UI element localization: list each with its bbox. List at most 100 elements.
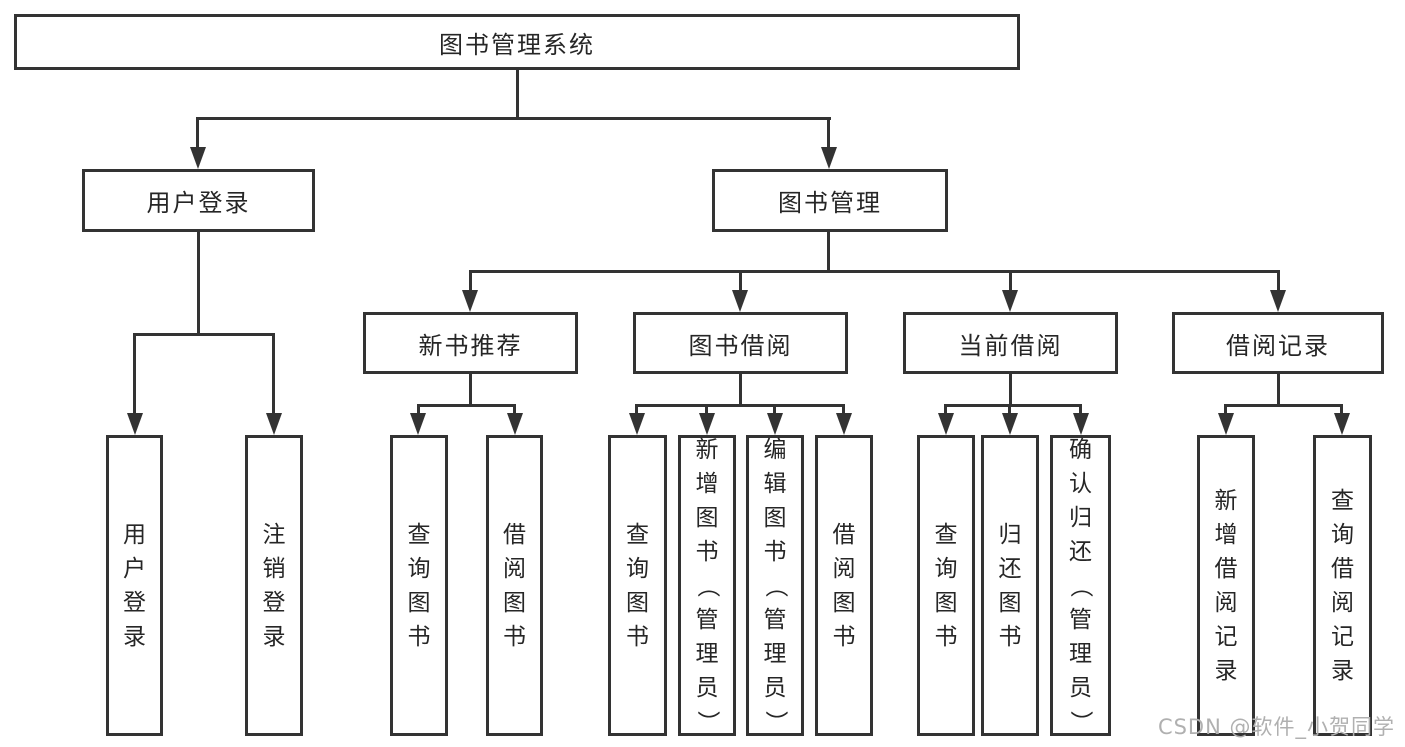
leaf-add-borrow-record: 新增借阅记录 — [1197, 435, 1255, 736]
leaf-label: 查询图书 — [611, 438, 664, 733]
leaf-label-char: 图 — [934, 589, 958, 616]
leaf-label-char: 书 — [763, 538, 787, 565]
leaf-user-login: 用户登录 — [106, 435, 163, 736]
leaf-label-char: 归 — [1069, 504, 1092, 531]
leaf-label-char: （ — [694, 574, 720, 597]
leaf-label-char: 图 — [832, 589, 856, 616]
connector-line — [1224, 404, 1227, 416]
leaf-label-char: 管 — [695, 606, 719, 633]
connector-line — [705, 404, 708, 416]
node-label: 图书管理 — [778, 189, 882, 217]
arrowhead-down — [732, 290, 748, 312]
leaf-add-books-admin: 新增图书（管理员） — [678, 435, 736, 736]
leaf-label-char: 图 — [695, 504, 719, 531]
node-current-borrowing: 当前借阅 — [903, 312, 1118, 374]
connector-line — [739, 374, 742, 407]
leaf-label-char: ） — [762, 710, 788, 733]
leaf-label-char: 书 — [626, 623, 649, 650]
leaf-label: 归还图书 — [984, 438, 1036, 733]
leaf-label: 新增借阅记录 — [1200, 438, 1252, 733]
leaf-label: 新增图书（管理员） — [681, 437, 733, 734]
leaf-label-char: （ — [762, 574, 788, 597]
leaf-label-char: 阅 — [1331, 589, 1354, 616]
leaf-label-char: 图 — [503, 589, 526, 616]
leaf-label-char: 理 — [763, 640, 787, 667]
connector-line — [469, 270, 1280, 273]
arrowhead-down — [836, 413, 852, 435]
connector-line — [1340, 404, 1343, 416]
leaf-label-char: 归 — [998, 521, 1022, 548]
leaf-label: 查询图书 — [920, 438, 972, 733]
leaf-label-char: 书 — [695, 538, 719, 565]
connector-line — [513, 404, 516, 416]
arrowhead-down — [1002, 413, 1018, 435]
arrowhead-down — [629, 413, 645, 435]
leaf-label: 借阅图书 — [489, 438, 540, 733]
connector-line — [133, 333, 275, 336]
leaf-label-char: 户 — [123, 555, 146, 582]
node-label: 当前借阅 — [958, 331, 1063, 360]
leaf-label-char: 理 — [1069, 640, 1092, 667]
connector-line — [827, 232, 830, 273]
leaf-label-char: 查 — [934, 521, 958, 548]
arrowhead-down — [1270, 290, 1286, 312]
leaf-label: 查询图书 — [393, 438, 445, 733]
leaf-label-char: 询 — [407, 555, 431, 582]
leaf-label: 借阅图书 — [818, 438, 870, 733]
node-borrowing-records: 借阅记录 — [1172, 312, 1384, 374]
leaf-label: 查询借阅记录 — [1316, 438, 1369, 733]
connector-line — [272, 333, 275, 414]
leaf-query-books-recommend: 查询图书 — [390, 435, 448, 736]
leaf-label-char: 理 — [695, 640, 719, 667]
leaf-label-char: 用 — [123, 521, 146, 548]
leaf-label-char: 确 — [1069, 436, 1092, 463]
leaf-label-char: 记 — [1331, 623, 1354, 650]
leaf-label-char: 增 — [695, 470, 719, 497]
leaf-label-char: 查 — [1331, 487, 1354, 514]
leaf-label-char: （ — [1067, 574, 1094, 597]
leaf-label-char: 员 — [1069, 674, 1092, 701]
arrowhead-down — [821, 147, 837, 169]
arrowhead-down — [1002, 290, 1018, 312]
leaf-label-char: 书 — [934, 623, 958, 650]
leaf-label-char: 认 — [1069, 470, 1092, 497]
leaf-label-char: 询 — [934, 555, 958, 582]
connector-line — [827, 117, 830, 149]
node-library-management-system: 图书管理系统 — [14, 14, 1020, 70]
connector-line — [635, 404, 845, 407]
connector-line — [1277, 374, 1280, 407]
leaf-label-char: 查 — [407, 521, 431, 548]
leaf-label-char: 询 — [626, 555, 649, 582]
leaf-label-char: 管 — [763, 606, 787, 633]
connector-line — [1009, 374, 1012, 407]
leaf-label-char: 录 — [123, 623, 146, 650]
connector-line — [469, 374, 472, 407]
node-label: 图书借阅 — [688, 331, 793, 360]
arrowhead-down — [190, 147, 206, 169]
leaf-confirm-return-admin: 确认归还 （ 管理员 ） — [1050, 435, 1111, 736]
connector-line — [197, 232, 200, 336]
leaf-label-char: 销 — [262, 555, 286, 582]
node-label: 图书管理系统 — [439, 30, 595, 59]
leaf-label-char: 图 — [626, 589, 649, 616]
leaf-label-char: ） — [1067, 710, 1094, 733]
leaf-label-char: 登 — [123, 589, 146, 616]
leaf-label-char: 记 — [1214, 623, 1238, 650]
leaf-label-char: 还 — [1069, 538, 1092, 565]
leaf-label-char: 管 — [1069, 606, 1092, 633]
leaf-label-char: 注 — [262, 521, 286, 548]
node-label: 借阅记录 — [1226, 331, 1330, 360]
leaf-label-char: 员 — [695, 674, 719, 701]
connector-line — [1224, 404, 1343, 407]
leaf-label: 注销登录 — [248, 438, 300, 733]
connector-line — [516, 70, 519, 119]
connector-line — [417, 404, 420, 416]
leaf-logout-login: 注销登录 — [245, 435, 303, 736]
leaf-label-char: 询 — [1331, 521, 1354, 548]
leaf-label-char: 书 — [503, 623, 526, 650]
leaf-query-borrow-record: 查询借阅记录 — [1313, 435, 1372, 736]
node-new-book-recommendation: 新书推荐 — [363, 312, 578, 374]
connector-line — [944, 404, 1082, 407]
node-book-borrowing: 图书借阅 — [633, 312, 848, 374]
